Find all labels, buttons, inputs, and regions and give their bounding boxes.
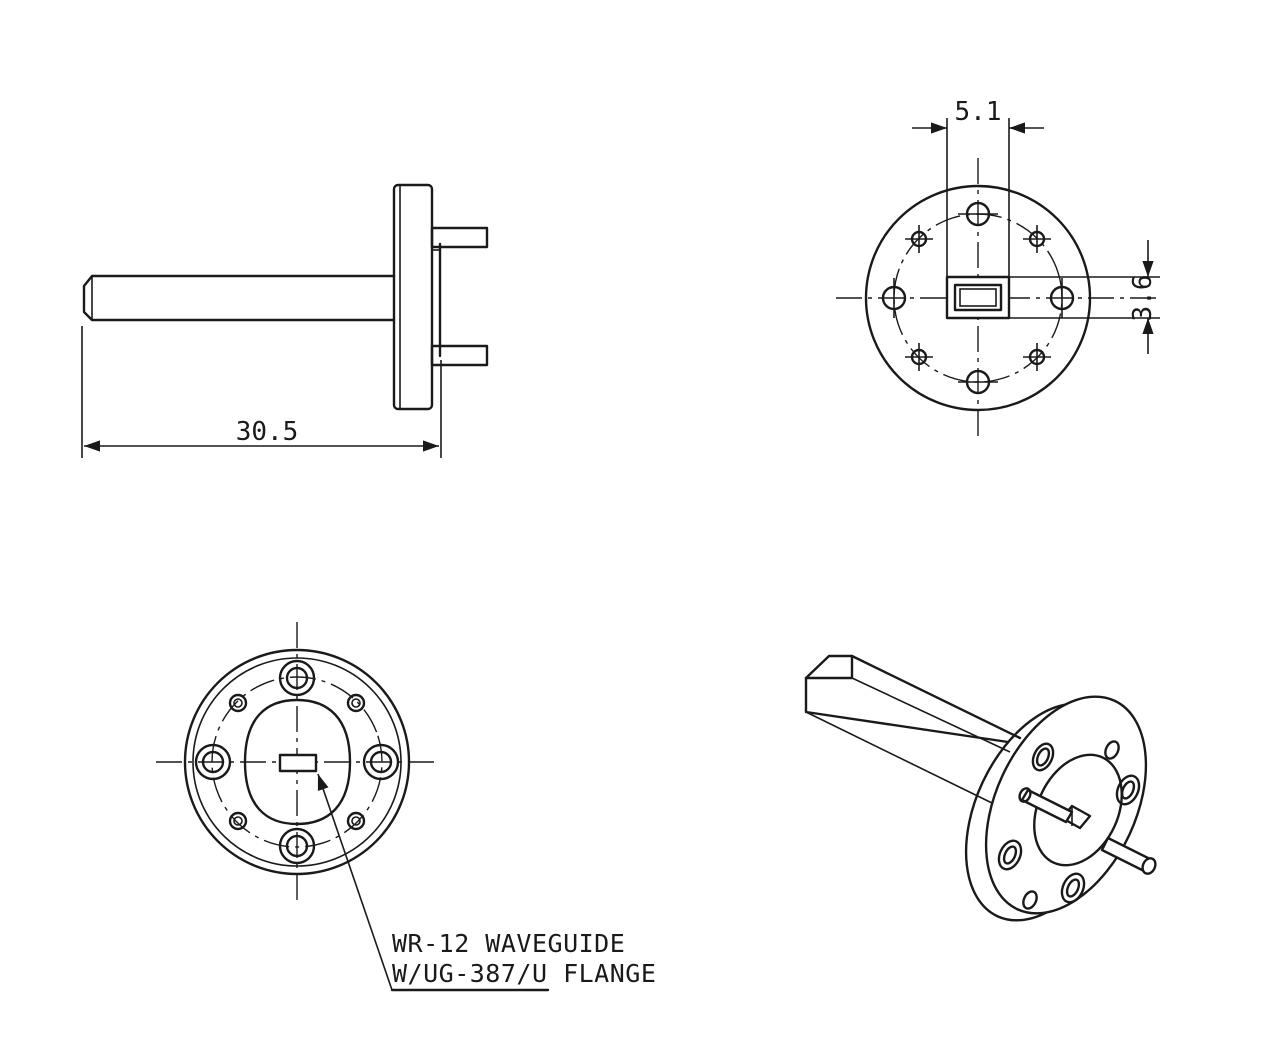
front-view: 5.1 3.6 [836, 97, 1160, 438]
note-line-2: W/UG-387/U FLANGE [392, 959, 656, 988]
note-line-1: WR-12 WAVEGUIDE [392, 929, 625, 958]
aperture-height-dimension: 3.6 [1128, 275, 1158, 322]
side-view: 30.5 [81, 183, 489, 458]
length-dimension: 30.5 [236, 417, 299, 447]
isometric-view [804, 654, 1157, 922]
rear-view [156, 622, 550, 992]
aperture-width-dimension: 5.1 [955, 97, 1002, 127]
